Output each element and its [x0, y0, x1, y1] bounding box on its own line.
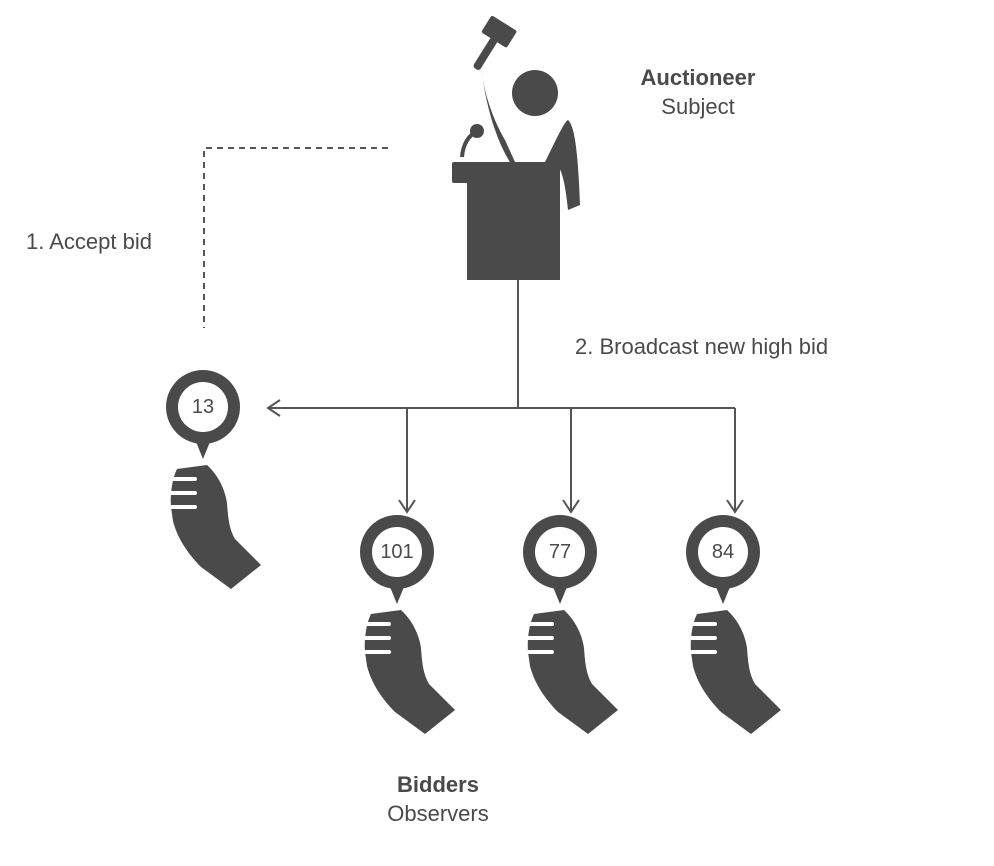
- auctioneer-title: Auctioneer: [640, 65, 756, 90]
- arrowheads: [266, 399, 744, 514]
- bidders-title: Bidders: [397, 772, 479, 797]
- bidder-paddle-101: [360, 515, 457, 736]
- accept-bid-line: [203, 147, 388, 328]
- bidder-paddle-77: [523, 515, 620, 736]
- paddle-number-77: 77: [548, 540, 572, 563]
- broadcast-connectors: [268, 280, 736, 512]
- bidder-paddle-84: [686, 515, 783, 736]
- auctioneer-label: Auctioneer Subject: [598, 64, 798, 121]
- bidder-paddle-13: [166, 370, 263, 591]
- paddle-number-84: 84: [711, 540, 735, 563]
- bidders-label: Bidders Observers: [338, 771, 538, 828]
- auctioneer-icon: [452, 15, 580, 280]
- step-broadcast-label: 2. Broadcast new high bid: [575, 334, 829, 359]
- paddle-number-13: 13: [191, 395, 215, 418]
- paddle-number-101: 101: [380, 540, 414, 563]
- bidders-subtitle: Observers: [387, 800, 489, 826]
- auctioneer-subtitle: Subject: [661, 93, 735, 119]
- step-accept-bid-label: 1. Accept bid: [26, 229, 152, 254]
